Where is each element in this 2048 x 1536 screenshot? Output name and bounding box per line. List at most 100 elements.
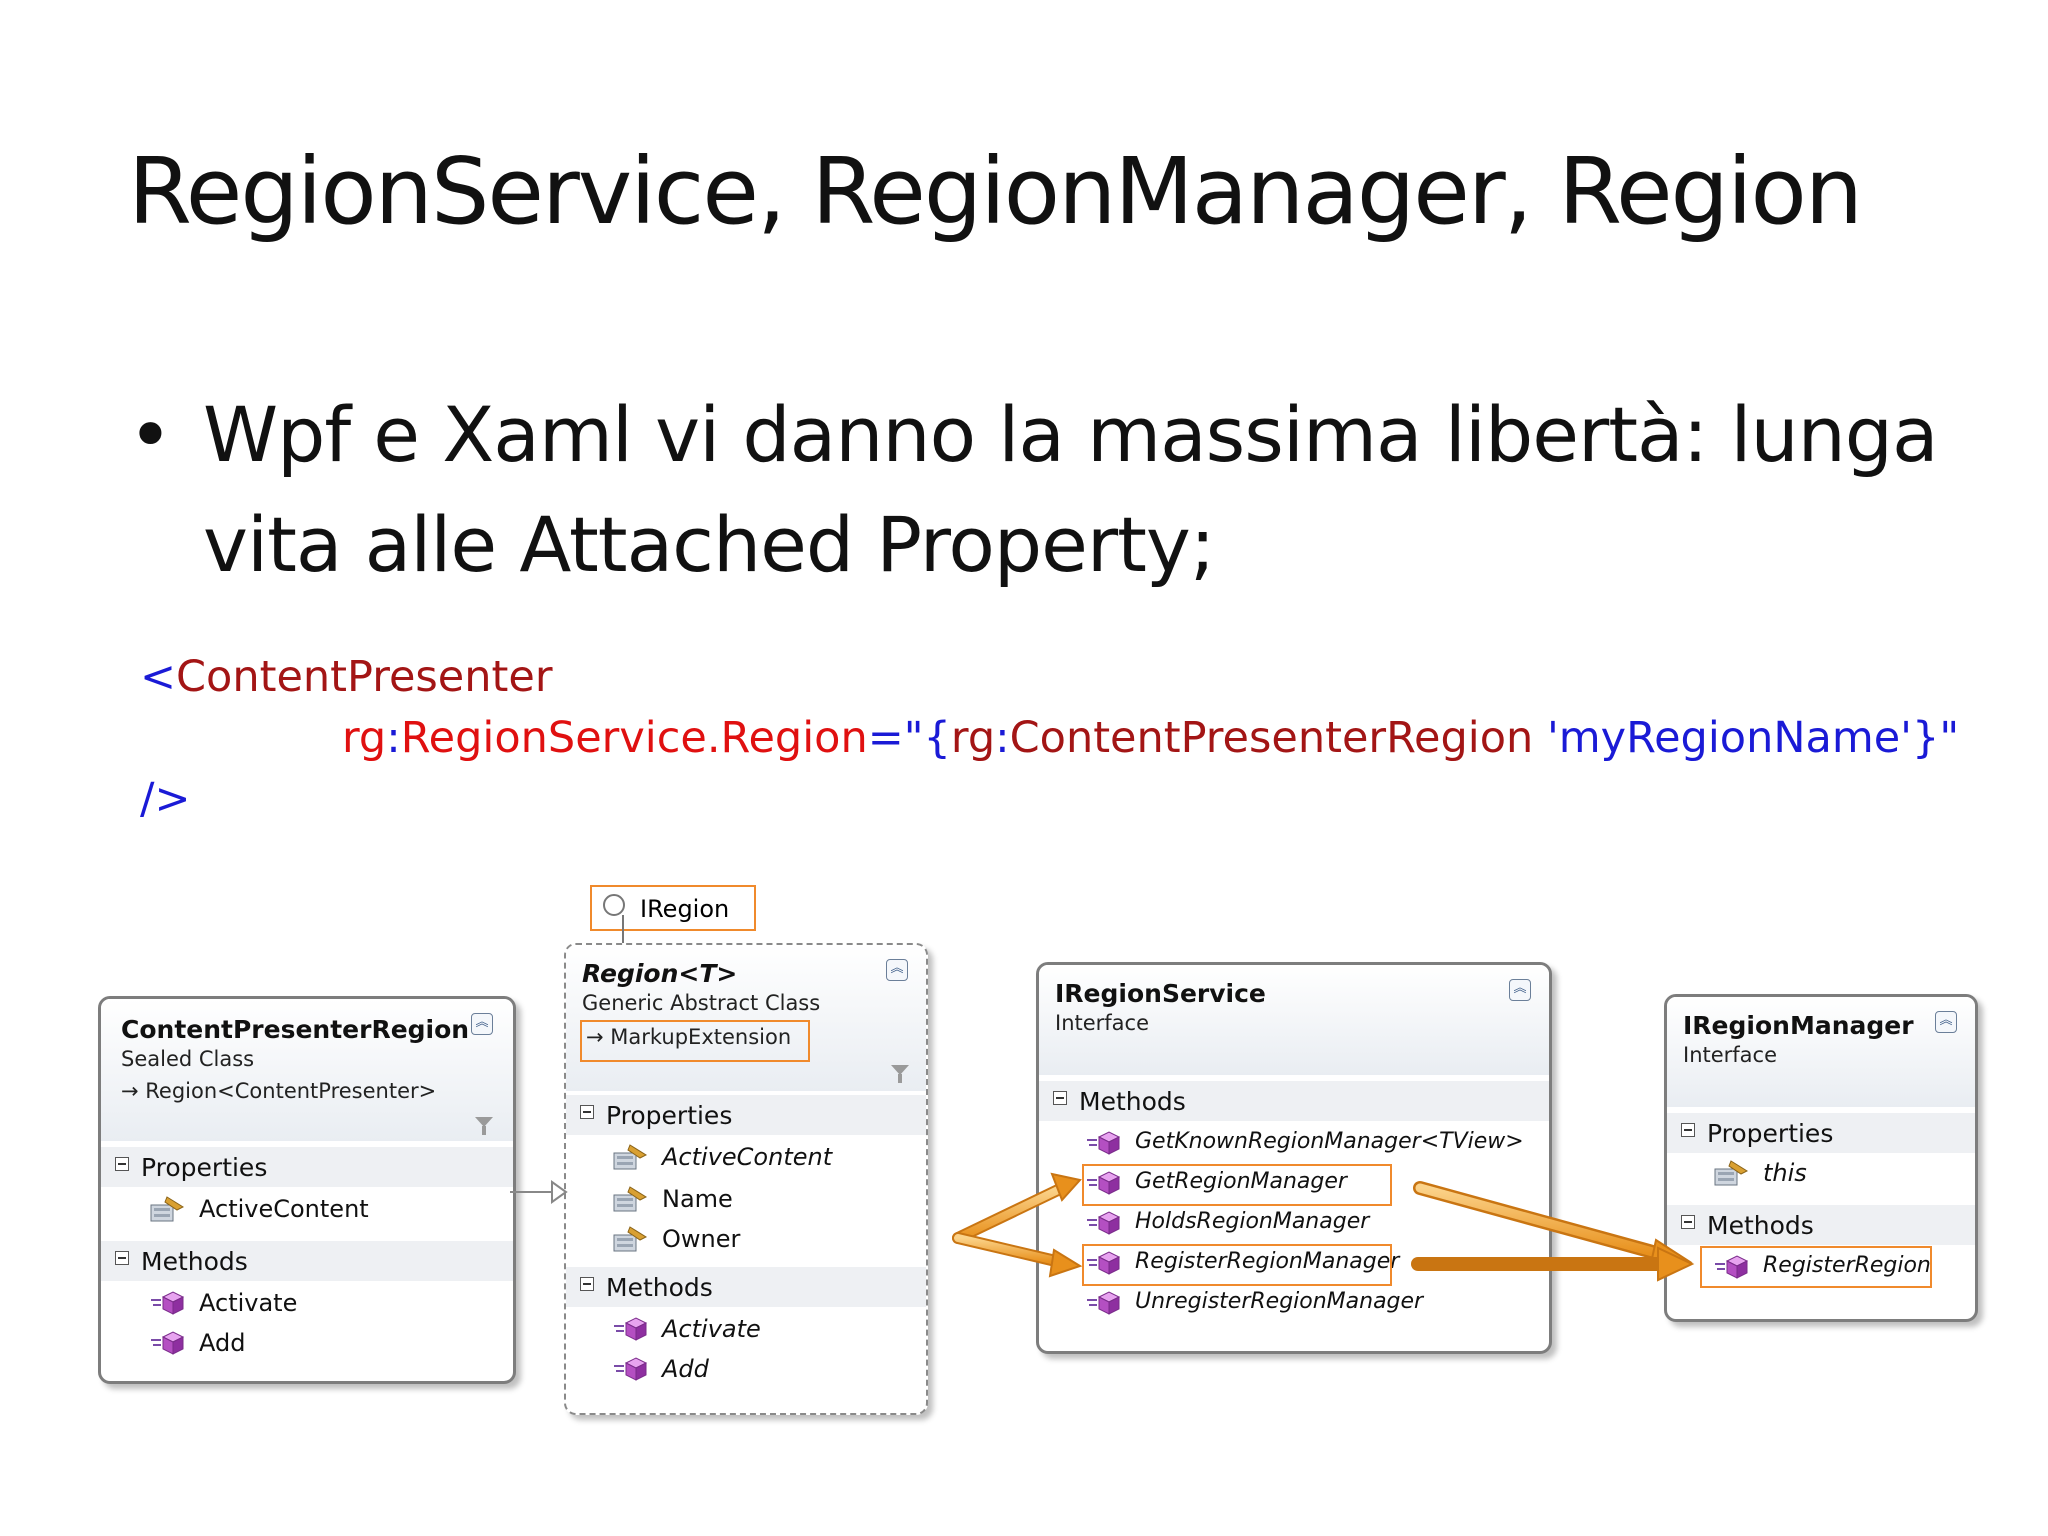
properties-section[interactable]: Properties <box>566 1095 926 1135</box>
double-chevron-up-icon[interactable]: ︽ <box>886 959 908 981</box>
code-colon: : <box>386 713 401 763</box>
iregion-interface-label: IRegion <box>590 885 756 931</box>
property-row: Owner <box>613 1225 741 1253</box>
section-label: Methods <box>1079 1087 1186 1116</box>
property-wrench-icon <box>610 1143 650 1179</box>
iregion-label: IRegion <box>640 895 730 923</box>
code-type: ContentPresenterRegion <box>1009 713 1534 763</box>
collapse-minus-icon[interactable] <box>1681 1123 1695 1137</box>
double-chevron-up-icon[interactable]: ︽ <box>1935 1011 1957 1033</box>
method-row: Activate <box>151 1289 298 1317</box>
method-label: GetKnownRegionManager<TView> <box>1135 1129 1524 1154</box>
method-label: Add <box>199 1329 246 1357</box>
properties-section[interactable]: Properties <box>101 1147 513 1187</box>
interface-lollipop-icon <box>603 894 625 916</box>
code-attribute: RegionService.Region <box>400 713 868 763</box>
method-row: RegisterRegionManager <box>1087 1249 1400 1275</box>
section-label: Properties <box>141 1153 268 1182</box>
method-row: Add <box>151 1329 246 1357</box>
slide-title: RegionService, RegionManager, Region <box>128 138 1863 245</box>
interface-name: IRegionService <box>1055 979 1266 1008</box>
double-chevron-up-icon[interactable]: ︽ <box>471 1013 493 1035</box>
class-inherits-label: MarkupExtension <box>610 1025 792 1049</box>
method-label: GetRegionManager <box>1135 1169 1347 1194</box>
class-header: Region<T> Generic Abstract Class → Marku… <box>566 945 926 1091</box>
collapse-minus-icon[interactable] <box>115 1251 129 1265</box>
collapse-minus-icon[interactable] <box>580 1277 594 1291</box>
property-row: ActiveContent <box>150 1195 369 1223</box>
interface-header: IRegionService Interface ︽ <box>1039 965 1549 1075</box>
code-prefix-2: rg <box>950 713 996 763</box>
collapse-minus-icon[interactable] <box>580 1105 594 1119</box>
method-label: Activate <box>199 1289 298 1317</box>
method-label: RegisterRegionManager <box>1135 1249 1400 1274</box>
method-label: UnregisterRegionManager <box>1135 1289 1424 1314</box>
content-presenter-region-class: ContentPresenterRegion Sealed Class → Re… <box>98 996 516 1384</box>
class-kind: Generic Abstract Class <box>582 991 821 1015</box>
method-cube-icon <box>1083 1169 1123 1205</box>
code-line-2: rg:RegionService.Region="{rg:ContentPres… <box>342 713 1959 763</box>
bullet-mark: • <box>128 390 173 479</box>
method-cube-icon <box>1711 1253 1751 1289</box>
section-label: Methods <box>606 1273 713 1302</box>
interface-header: IRegionManager Interface ︽ <box>1667 997 1975 1107</box>
property-wrench-icon <box>147 1195 187 1231</box>
code-prefix: rg <box>342 713 387 763</box>
collapse-minus-icon[interactable] <box>115 1157 129 1171</box>
method-row: RegisterRegion <box>1715 1253 1931 1279</box>
code-tag: ContentPresenter <box>176 652 553 702</box>
arrow-right-icon: → <box>586 1025 611 1049</box>
register-region-highlight <box>1700 1246 1932 1288</box>
collapse-minus-icon[interactable] <box>1681 1215 1695 1229</box>
interface-kind: Interface <box>1055 1011 1150 1035</box>
method-cube-icon <box>1083 1249 1123 1285</box>
method-label: HoldsRegionManager <box>1135 1209 1370 1234</box>
method-cube-icon <box>610 1315 650 1351</box>
method-cube-icon <box>147 1329 187 1365</box>
property-wrench-icon <box>610 1225 650 1261</box>
property-label: ActiveContent <box>662 1143 833 1171</box>
section-label: Properties <box>606 1101 733 1130</box>
method-cube-icon <box>147 1289 187 1325</box>
property-label: Owner <box>662 1225 741 1253</box>
methods-section[interactable]: Methods <box>1039 1081 1549 1121</box>
funnel-icon[interactable] <box>891 1065 909 1083</box>
bullet-text: Wpf e Xaml vi danno la massima libertà: … <box>203 390 1939 589</box>
method-cube-icon <box>1083 1209 1123 1245</box>
method-row: Add <box>614 1355 709 1383</box>
funnel-icon[interactable] <box>475 1117 493 1135</box>
methods-section[interactable]: Methods <box>566 1267 926 1307</box>
class-header: ContentPresenterRegion Sealed Class → Re… <box>101 999 513 1141</box>
code-line-1: <ContentPresenter <box>140 652 553 702</box>
iregion-service-interface: IRegionService Interface ︽ Methods GetKn… <box>1036 962 1552 1354</box>
iregion-manager-interface: IRegionManager Interface ︽ Properties th… <box>1664 994 1978 1322</box>
code-brace-open: { <box>923 713 951 763</box>
class-name: Region<T> <box>582 959 738 988</box>
region-generic-class: Region<T> Generic Abstract Class → Marku… <box>564 943 928 1415</box>
arrow-right-icon: → <box>121 1079 146 1103</box>
property-label: Name <box>662 1185 733 1213</box>
collapse-minus-icon[interactable] <box>1053 1091 1067 1105</box>
property-wrench-icon <box>1711 1159 1751 1195</box>
method-cube-icon <box>610 1355 650 1391</box>
get-region-manager-highlight <box>1082 1164 1392 1206</box>
property-row: this <box>1714 1159 1807 1187</box>
code-colon-2: : <box>995 713 1010 763</box>
code-value: 'myRegionName' <box>1533 713 1913 763</box>
method-row: UnregisterRegionManager <box>1087 1289 1424 1315</box>
markup-extension-highlight <box>580 1020 810 1062</box>
method-cube-icon <box>1083 1289 1123 1325</box>
inheritance-arrow-head <box>551 1180 568 1204</box>
class-inherits: → Region<ContentPresenter> <box>121 1079 436 1103</box>
method-row: GetKnownRegionManager<TView> <box>1087 1129 1524 1155</box>
properties-section[interactable]: Properties <box>1667 1113 1975 1153</box>
section-label: Properties <box>1707 1119 1834 1148</box>
register-region-manager-highlight <box>1082 1244 1392 1286</box>
property-label: this <box>1763 1159 1807 1187</box>
methods-section[interactable]: Methods <box>101 1241 513 1281</box>
methods-section[interactable]: Methods <box>1667 1205 1975 1245</box>
class-name: ContentPresenterRegion <box>121 1015 470 1044</box>
double-chevron-up-icon[interactable]: ︽ <box>1509 979 1531 1001</box>
property-label: ActiveContent <box>199 1195 369 1223</box>
